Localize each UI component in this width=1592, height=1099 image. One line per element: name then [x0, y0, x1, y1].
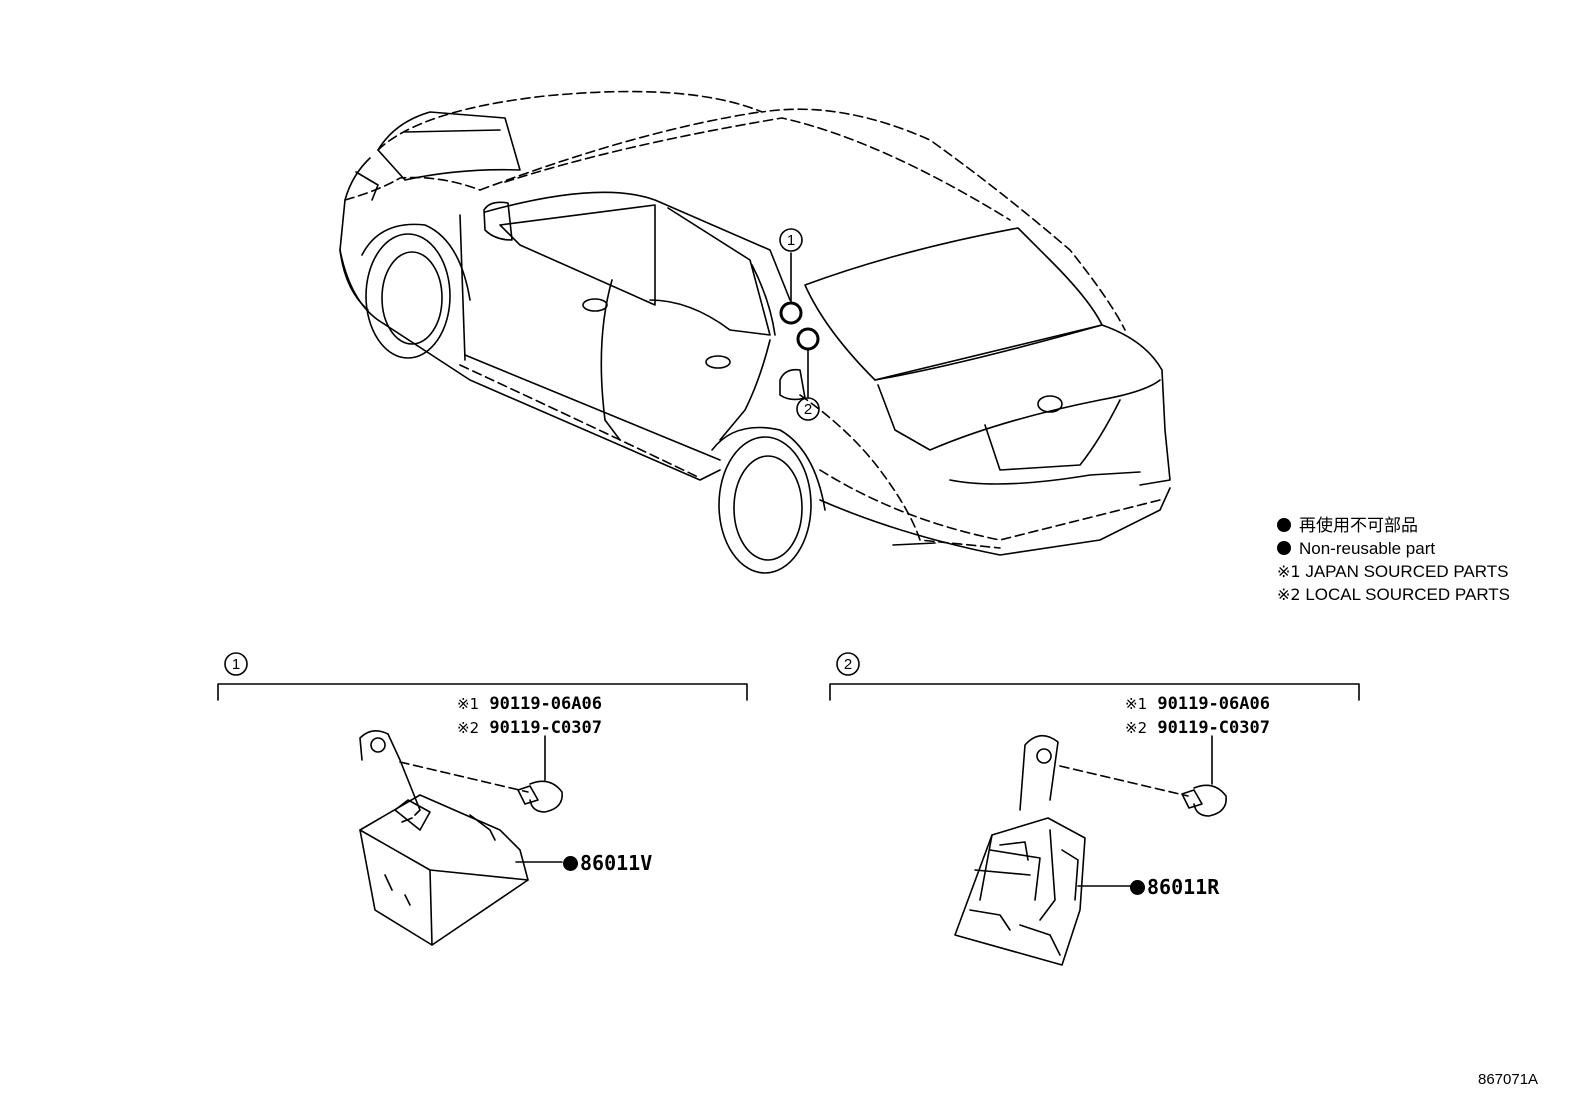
legend-row-note2: ※2 LOCAL SOURCED PARTS [1277, 583, 1510, 606]
note2-text: LOCAL SOURCED PARTS [1305, 585, 1511, 604]
diagram-reference-number: 867071A [1478, 1071, 1539, 1088]
section1-part-label: 86011V [563, 851, 652, 875]
non-reusable-dot-icon [563, 856, 578, 871]
section1-bolt-part2: 90119-C0307 [489, 718, 602, 738]
section1-note1-symbol: ※1 [457, 695, 480, 713]
note1-symbol: ※1 [1277, 562, 1301, 581]
legend: 再使用不可部品 Non-reusable part ※1 JAPAN SOURC… [1277, 514, 1510, 606]
non-reusable-dot-icon [1277, 518, 1291, 532]
note1-text: JAPAN SOURCED PARTS [1305, 562, 1509, 581]
part-86011r-drawing [954, 734, 1227, 966]
section1-part-number: 86011V [580, 851, 653, 875]
section1-bolt-note1: ※1 90119-06A06 [457, 692, 602, 716]
section2-note2-symbol: ※2 [1125, 719, 1148, 737]
legend-en-text: Non-reusable part [1299, 539, 1436, 558]
non-reusable-dot-icon [1130, 880, 1145, 895]
section2-bolt-note1: ※1 90119-06A06 [1125, 692, 1270, 716]
section2-part-label: 86011R [1130, 875, 1219, 899]
car-callout-2-label: 2 [804, 401, 812, 418]
section2-bolt-parts: ※1 90119-06A06 ※2 90119-C0307 [1125, 692, 1270, 740]
car-callout-markers [779, 228, 820, 421]
section1-bolt-note2: ※2 90119-C0307 [457, 716, 602, 740]
section2-bracket [829, 652, 1360, 701]
section1-bolt-parts: ※1 90119-06A06 ※2 90119-C0307 [457, 692, 602, 740]
non-reusable-dot-icon [1277, 541, 1291, 555]
section2-bolt-part2: 90119-C0307 [1157, 718, 1270, 738]
section2-bolt-note2: ※2 90119-C0307 [1125, 716, 1270, 740]
section2-bolt-part1: 90119-06A06 [1157, 694, 1270, 714]
section1-callout-label: 1 [232, 656, 240, 673]
section2-part-number: 86011R [1147, 875, 1220, 899]
section2-callout-label: 2 [844, 656, 852, 673]
car-callout-1-label: 1 [787, 232, 795, 249]
legend-row-en: Non-reusable part [1277, 537, 1510, 560]
note2-symbol: ※2 [1277, 585, 1301, 604]
section1-bolt-part1: 90119-06A06 [489, 694, 602, 714]
section1-note2-symbol: ※2 [457, 719, 480, 737]
section1-bracket [217, 652, 748, 701]
legend-row-jp: 再使用不可部品 [1277, 514, 1510, 537]
section2-note1-symbol: ※1 [1125, 695, 1148, 713]
legend-row-note1: ※1 JAPAN SOURCED PARTS [1277, 560, 1510, 583]
car-outline [339, 90, 1171, 574]
legend-jp-text: 再使用不可部品 [1299, 516, 1418, 535]
part-86011v-drawing [359, 730, 563, 946]
